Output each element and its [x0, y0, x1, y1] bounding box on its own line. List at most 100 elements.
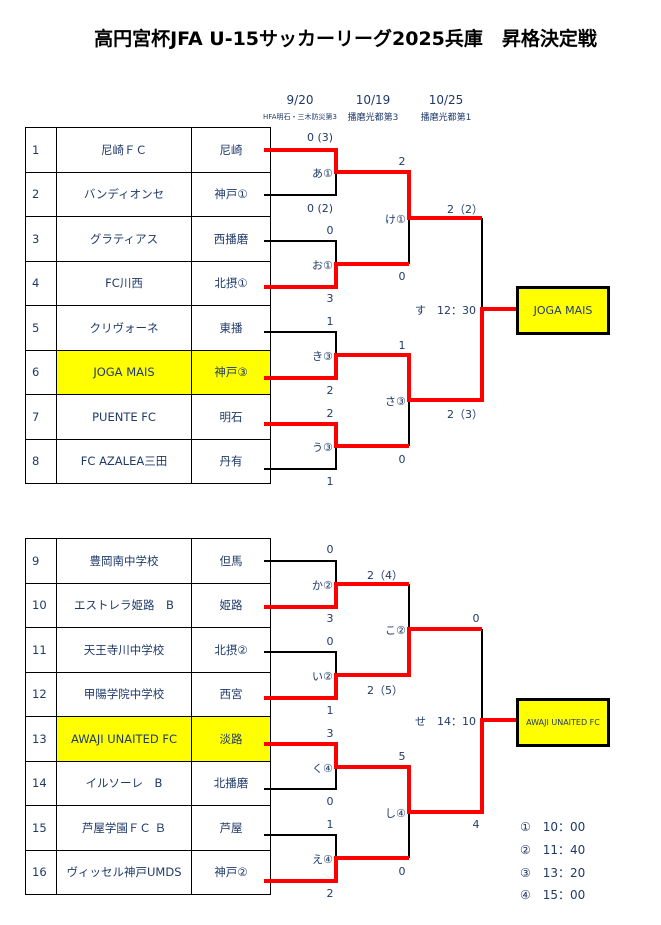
team-area: 東播: [191, 305, 271, 351]
team-name: JOGA MAIS: [56, 349, 192, 395]
match-label-se: せ 14：10: [415, 715, 476, 728]
score: 0: [326, 224, 334, 237]
team-area: 明石: [191, 394, 271, 440]
score: 2（4）: [367, 569, 403, 582]
team-name: 尼崎ＦＣ: [56, 127, 192, 173]
score: 1: [326, 475, 334, 488]
score: 2（3）: [447, 408, 483, 421]
score: 0: [472, 612, 480, 625]
score: 1: [326, 818, 334, 831]
match-label-o: お①: [312, 259, 333, 272]
score: 1: [326, 315, 334, 328]
team-name: クリヴォーネ: [56, 305, 192, 351]
team-area: 神戸①: [191, 171, 271, 217]
legend-time-3: ③ 13：20: [520, 866, 586, 880]
team-area: 芦屋: [191, 805, 271, 851]
winner-box-block2: AWAJI UNAITED FC: [516, 698, 610, 747]
score: 0 (2): [306, 202, 334, 215]
team-name: 芦屋学園ＦＣ Ｂ: [56, 805, 192, 851]
team-number: 13: [25, 716, 57, 762]
date-round2: 10/19: [355, 93, 391, 107]
team-name: バンディオンセ: [56, 171, 192, 217]
score: 2（2）: [447, 203, 483, 216]
team-area: 北摂①: [191, 260, 271, 306]
team-name: 豊岡南中学校: [56, 538, 192, 584]
page-title: 高円宮杯JFA U-15サッカーリーグ2025兵庫 昇格決定戦: [94, 28, 597, 50]
team-area: 丹有: [191, 438, 271, 484]
date-round3: 10/25: [428, 93, 464, 107]
team-number: 16: [25, 849, 57, 895]
team-name: ヴィッセル神戸UMDS: [56, 849, 192, 895]
match-label-su: す 12：30: [415, 304, 476, 317]
date-round1: 9/20: [286, 93, 314, 107]
team-number: 9: [25, 538, 57, 584]
match-label-shi: し④: [385, 807, 406, 820]
score: 0: [326, 795, 334, 808]
score: 3: [326, 612, 334, 625]
match-label-a: あ①: [312, 167, 333, 180]
team-area: 神戸②: [191, 849, 271, 895]
legend-time-4: ④ 15：00: [520, 888, 586, 902]
team-number: 15: [25, 805, 57, 851]
score: 0: [326, 635, 334, 648]
score: 4: [472, 818, 480, 831]
legend-time-2: ② 11：40: [520, 843, 586, 857]
team-name: 甲陽学院中学校: [56, 671, 192, 717]
score: 2: [326, 887, 334, 900]
score: 0: [398, 270, 406, 283]
match-label-e: え④: [312, 853, 333, 866]
team-area: 淡路: [191, 716, 271, 762]
score: 0: [398, 865, 406, 878]
team-number: 1: [25, 127, 57, 173]
winner-box-block1: JOGA MAIS: [516, 286, 610, 335]
match-label-i: い②: [312, 670, 333, 683]
team-name: FC川西: [56, 260, 192, 306]
score: 0 (3): [306, 131, 334, 144]
match-label-u: う③: [312, 441, 333, 454]
team-number: 3: [25, 216, 57, 262]
team-name: グラティアス: [56, 216, 192, 262]
match-label-ki: き③: [312, 350, 333, 363]
score: 3: [326, 727, 334, 740]
team-number: 2: [25, 171, 57, 217]
score: 3: [326, 292, 334, 305]
team-number: 10: [25, 582, 57, 628]
team-area: 尼崎: [191, 127, 271, 173]
match-label-sa: さ③: [385, 395, 406, 408]
match-label-ka: か②: [312, 579, 333, 592]
score: 2: [326, 407, 334, 420]
match-label-ke: け①: [385, 213, 406, 226]
score: 2: [398, 155, 406, 168]
team-area: 北摂②: [191, 627, 271, 673]
score: 2（5）: [367, 684, 403, 697]
venue-round2: 播磨光都第3: [347, 113, 399, 123]
match-label-ku: く④: [312, 762, 333, 775]
team-area: 西播磨: [191, 216, 271, 262]
team-number: 5: [25, 305, 57, 351]
legend-time-1: ① 10：00: [520, 820, 586, 834]
match-label-ko: こ②: [385, 624, 406, 637]
venue-round3: 播磨光都第1: [420, 113, 472, 123]
score: 5: [398, 750, 406, 763]
venue-round1: HFA明石・三木防災第3: [263, 113, 337, 121]
score: 1: [398, 339, 406, 352]
team-area: 但馬: [191, 538, 271, 584]
team-area: 姫路: [191, 582, 271, 628]
